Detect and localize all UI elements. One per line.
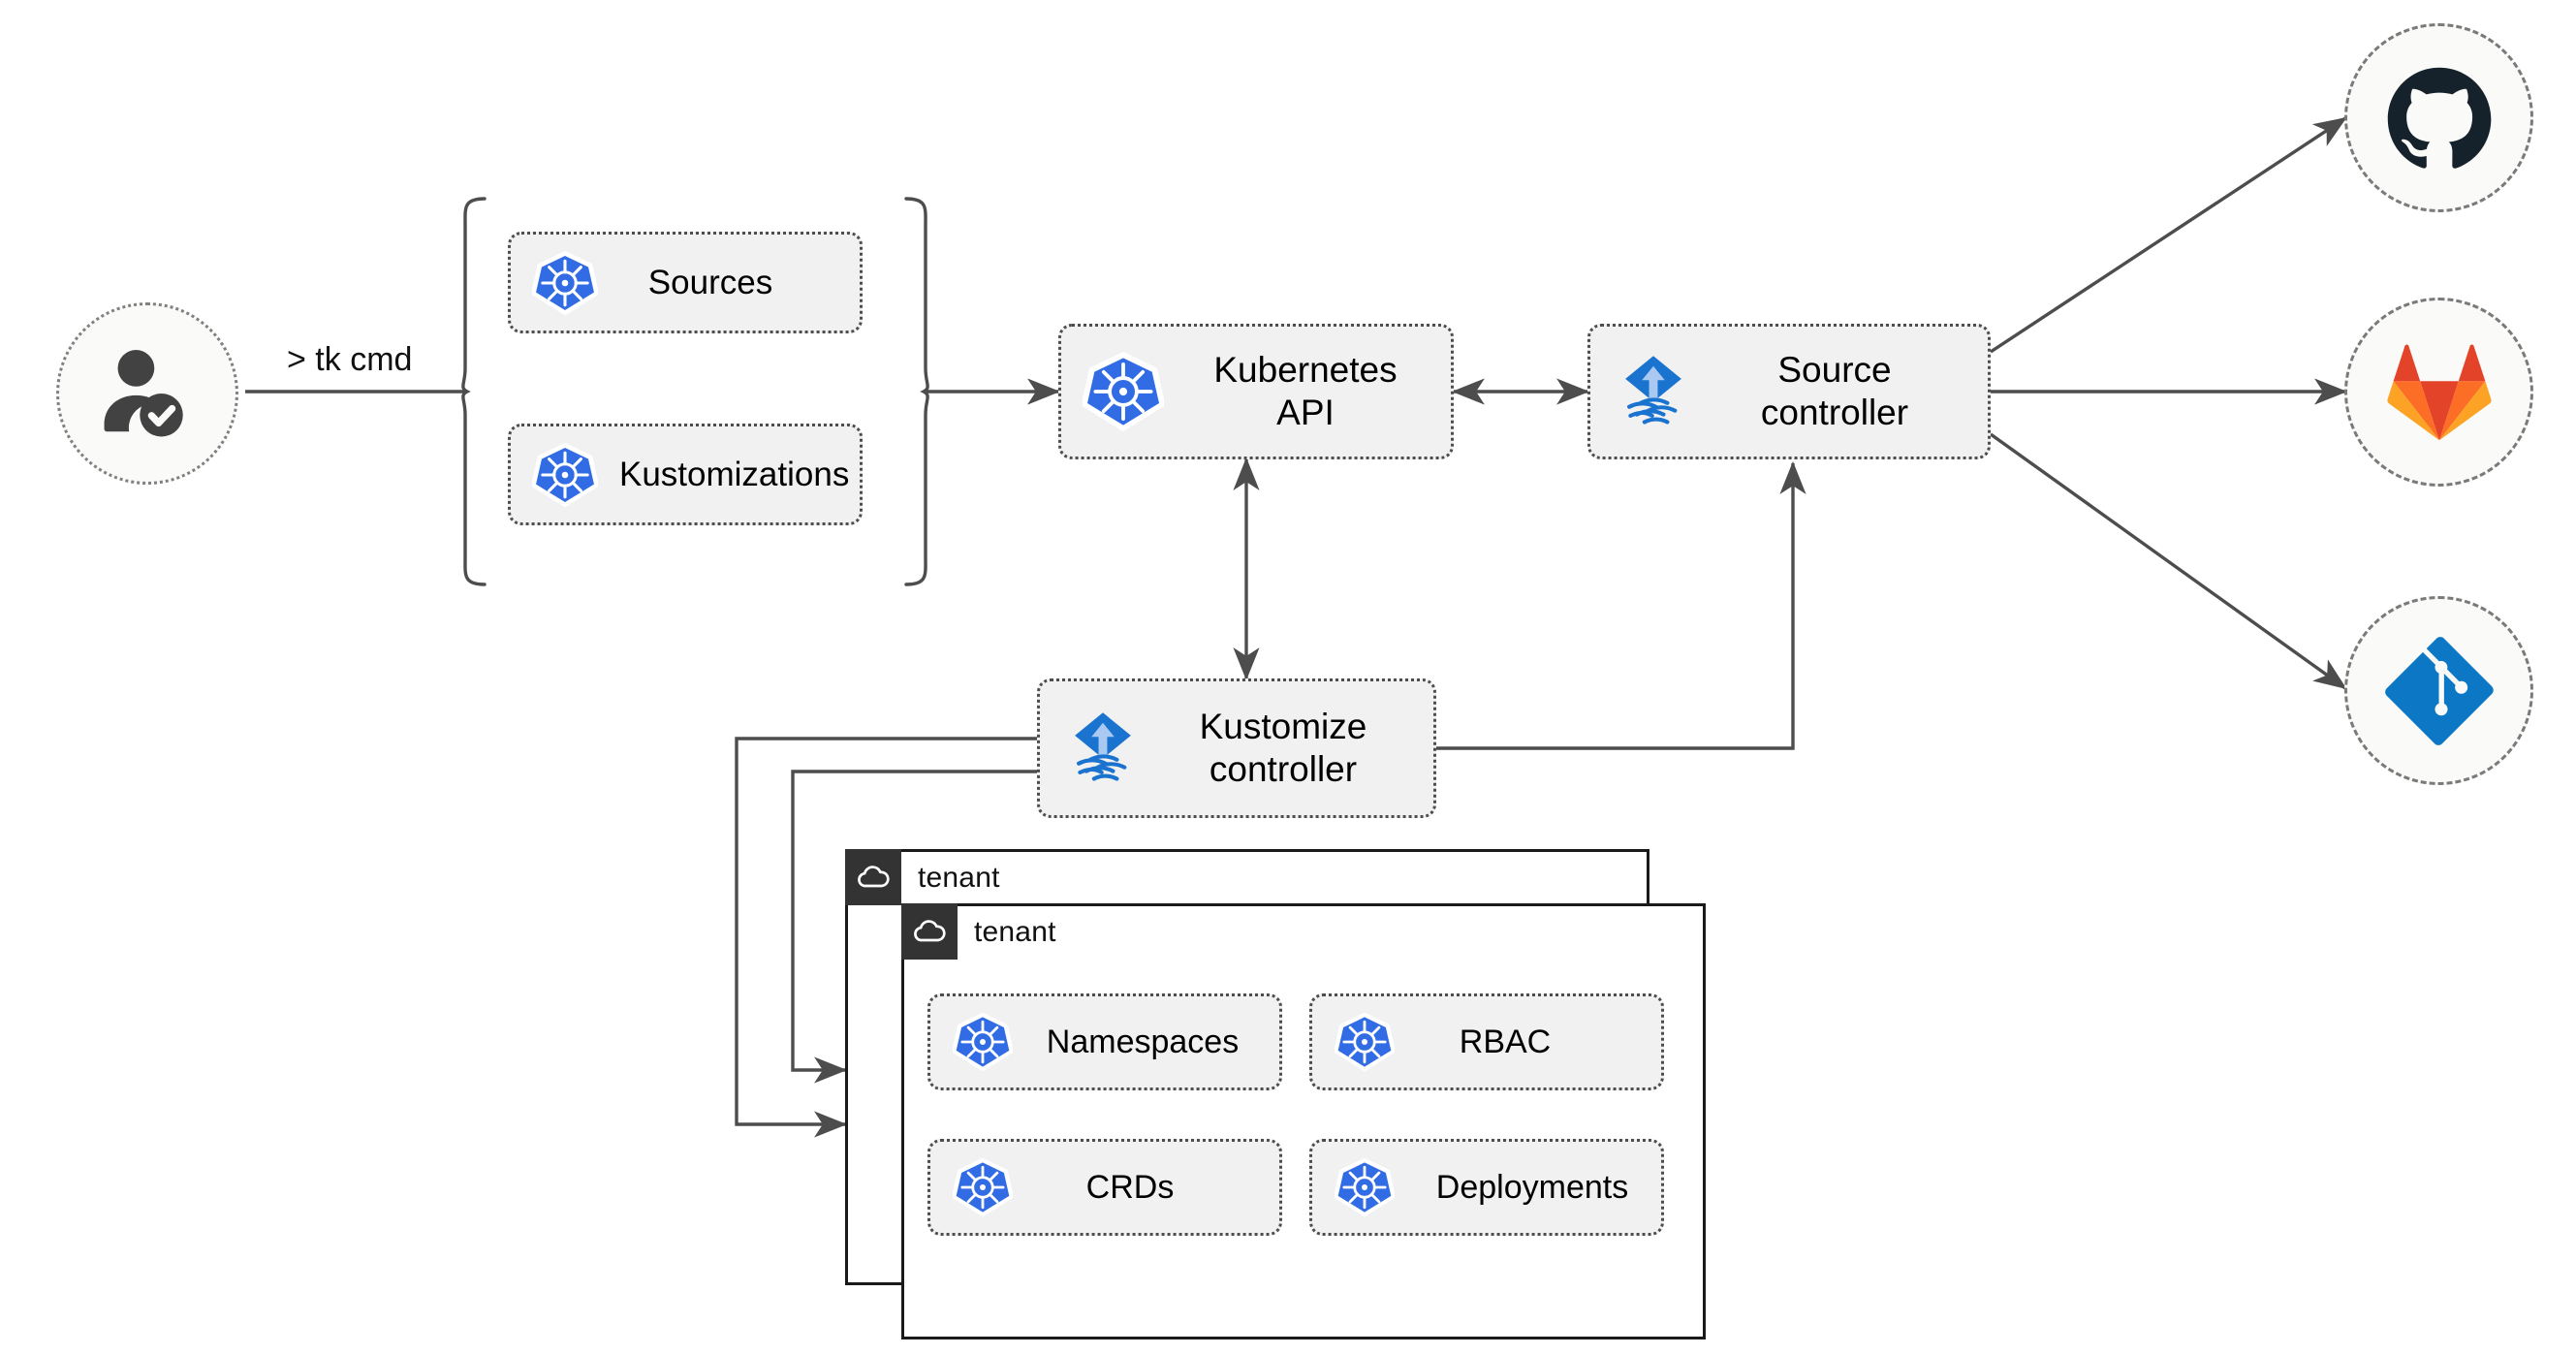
node-label: Kustomize controller	[1199, 707, 1367, 789]
provider-github[interactable]	[2344, 23, 2533, 212]
brace-left	[461, 197, 487, 586]
kubernetes-icon	[1061, 351, 1185, 432]
kubernetes-icon	[1312, 1157, 1417, 1217]
kubernetes-icon	[511, 250, 619, 316]
gitlab-icon	[2386, 343, 2492, 440]
actor-node[interactable]	[56, 302, 238, 485]
edge-kustomize-source	[1436, 460, 1806, 750]
node-label: Kubernetes API	[1213, 350, 1398, 432]
kubernetes-icon	[930, 1157, 1035, 1217]
tenant-title: tenant	[974, 916, 1056, 948]
user-check-icon	[104, 350, 183, 437]
kubernetes-icon	[511, 442, 619, 508]
edge-source-github	[1990, 116, 2347, 354]
edge-source-git	[1990, 432, 2347, 690]
provider-gitlab[interactable]	[2344, 298, 2533, 487]
kubernetes-icon	[930, 1012, 1035, 1072]
node-kustomize-controller[interactable]: Kustomize controller	[1037, 678, 1436, 818]
tenant-resource-label: Deployments	[1435, 1168, 1629, 1206]
tenant-resource-deployments[interactable]: Deployments	[1309, 1139, 1664, 1236]
git-icon	[2384, 636, 2494, 745]
tenant-window-front[interactable]: tenant Namespaces	[901, 903, 1706, 1339]
command-label: > tk cmd	[287, 341, 413, 378]
brace-right	[904, 197, 929, 586]
provider-git[interactable]	[2344, 596, 2533, 785]
resource-label: Kustomizations	[619, 455, 850, 493]
resource-box-kustomizations[interactable]: Kustomizations	[508, 424, 863, 525]
tenant-resource-label: RBAC	[1459, 1023, 1552, 1060]
resource-box-sources[interactable]: Sources	[508, 232, 863, 333]
tenant-resource-label: Namespaces	[1046, 1023, 1240, 1060]
github-icon	[2387, 67, 2491, 169]
flux-icon	[1040, 708, 1166, 789]
tenant-resource-namespaces[interactable]: Namespaces	[927, 993, 1282, 1090]
tenant-resource-label: CRDs	[1085, 1168, 1175, 1206]
node-source-controller[interactable]: Source controller	[1587, 324, 1991, 459]
flux-icon	[1590, 351, 1716, 432]
node-kubernetes-api[interactable]: Kubernetes API	[1058, 324, 1454, 459]
node-label: Source controller	[1760, 350, 1909, 432]
resource-label: Sources	[647, 263, 773, 301]
tenant-title: tenant	[918, 862, 1000, 894]
kubernetes-icon	[1312, 1012, 1417, 1072]
cloud-icon	[845, 849, 901, 905]
tenant-resource-crds[interactable]: CRDs	[927, 1139, 1282, 1236]
tenant-resource-rbac[interactable]: RBAC	[1309, 993, 1664, 1090]
cloud-icon	[901, 903, 958, 960]
